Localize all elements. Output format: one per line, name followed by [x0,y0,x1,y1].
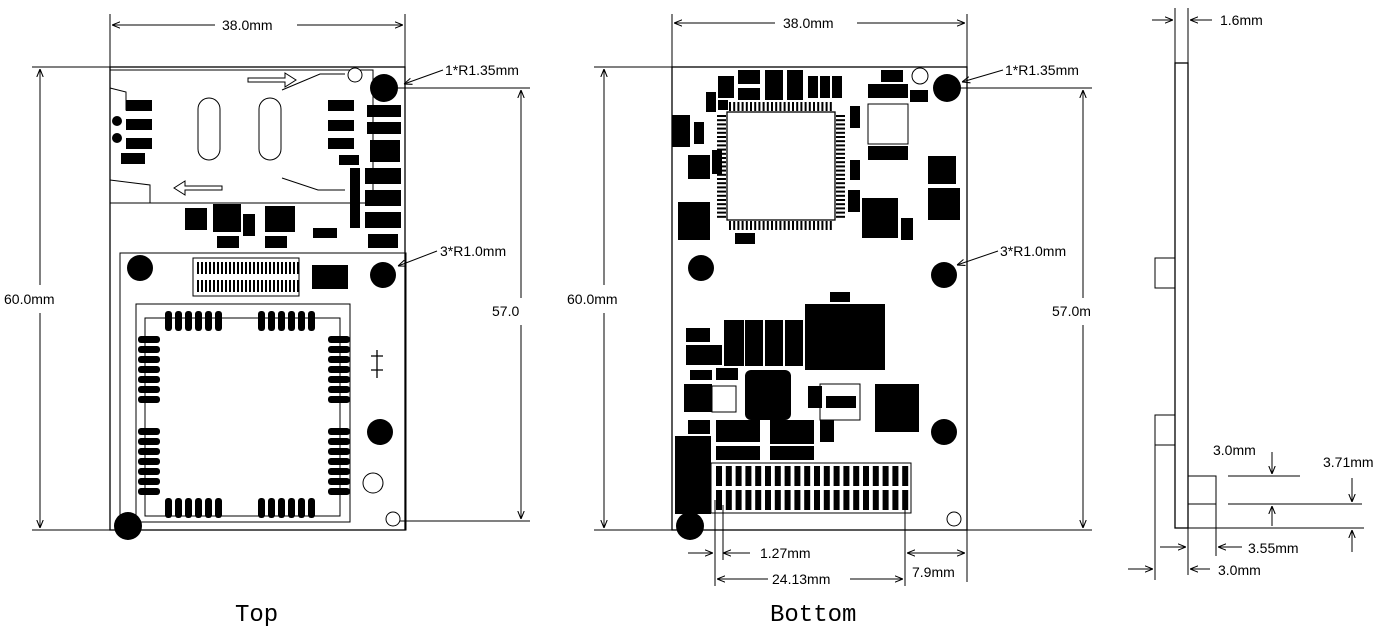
bottom-small-hole-callout: 3*R1.0mm [1000,243,1066,259]
bottom-large-mounting-hole [933,74,961,102]
header-offset-dimension: 7.9mm [907,553,965,580]
bottom-offset-label: 3.0mm [1218,562,1261,578]
top-hole-spacing-label: 57.0 [492,303,519,319]
bottom-hole-spacing-label: 57.0m [1052,303,1091,319]
top-view: 38.0mm 60.0mm 57.0 1*R1.35mm 3*R1.0mm [4,14,530,629]
top-mounting-holes [114,67,401,540]
header-offset-label: 7.9mm [912,564,955,580]
top-width-dimension: 38.0mm [112,17,403,33]
bottom-hole-spacing-dimension: 57.0m [1052,90,1091,528]
sim-card-holder [109,69,374,204]
top-view-caption: Top [235,602,278,629]
top-large-hole-callout: 1*R1.35mm [445,62,519,78]
top-hole-spacing-dimension: 57.0 [492,90,521,519]
pin-pitch-dimension: 1.27mm [688,505,811,561]
bottom-width-label: 38.0mm [783,15,834,31]
header-length-label: 24.13mm [772,571,830,587]
top-large-mounting-hole [370,74,398,102]
pin-offset-dimension: 3.55mm [1160,540,1299,556]
header-length-dimension: 24.13mm [717,571,903,587]
board-thickness-label: 1.6mm [1220,12,1263,28]
connector-height-label: 3.0mm [1213,442,1256,458]
bottom-view: 38.0mm 60.0mm 57.0m 1*R1.35mm 3*R1.0mm 1… [567,14,1092,629]
bottom-offset-dimension: 3.0mm [1128,562,1261,578]
total-height-label: 3.71mm [1323,454,1374,470]
bottom-view-caption: Bottom [770,602,856,629]
gsm-module [119,252,407,531]
bottom-mounting-holes [676,74,962,540]
bottom-smd-components [672,67,960,514]
bottom-height-dimension: 60.0mm [567,69,618,528]
total-height-dimension: 3.71mm [1323,454,1374,552]
top-smd-components [112,100,401,248]
bottom-height-label: 60.0mm [567,291,618,307]
side-view: 1.6mm 3.0mm 3.71mm 3.55mm 3.0mm [1128,8,1374,580]
pin-offset-label: 3.55mm [1248,540,1299,556]
pin-header [710,462,912,514]
side-upper-component [1154,257,1176,289]
pin-pitch-label: 1.27mm [760,545,811,561]
side-board-outline [1174,62,1189,529]
microcontroller [717,102,845,230]
side-lower-component [1154,414,1176,446]
top-height-dimension: 60.0mm [4,69,55,528]
top-width-label: 38.0mm [222,17,273,33]
bottom-width-dimension: 38.0mm [674,15,965,31]
board-thickness-dimension: 1.6mm [1152,12,1263,28]
connector-height-dimension: 3.0mm [1213,442,1272,526]
top-small-hole-callout: 3*R1.0mm [440,243,506,259]
bottom-large-hole-callout: 1*R1.35mm [1005,62,1079,78]
bottom-board-outline [671,66,968,531]
side-pin-header [1187,475,1217,505]
top-height-label: 60.0mm [4,291,55,307]
